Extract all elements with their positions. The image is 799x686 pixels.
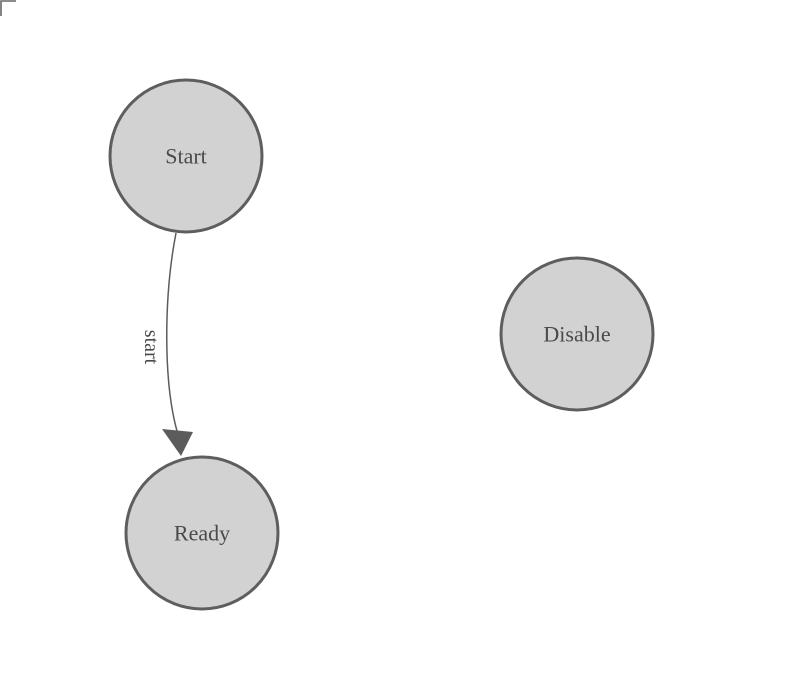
state-circle: [108, 78, 264, 234]
edge-label: start: [140, 330, 162, 365]
state-node-ready[interactable]: Ready: [124, 455, 280, 611]
state-node-disable[interactable]: Disable: [499, 256, 655, 412]
state-circle: [124, 455, 280, 611]
corner-mark: [0, 0, 16, 16]
state-circle: [499, 256, 655, 412]
edge-line: [166, 232, 178, 432]
edge-start-to-ready[interactable]: start: [140, 232, 193, 456]
arrowhead-icon: [162, 429, 193, 456]
state-node-start[interactable]: Start: [108, 78, 264, 234]
